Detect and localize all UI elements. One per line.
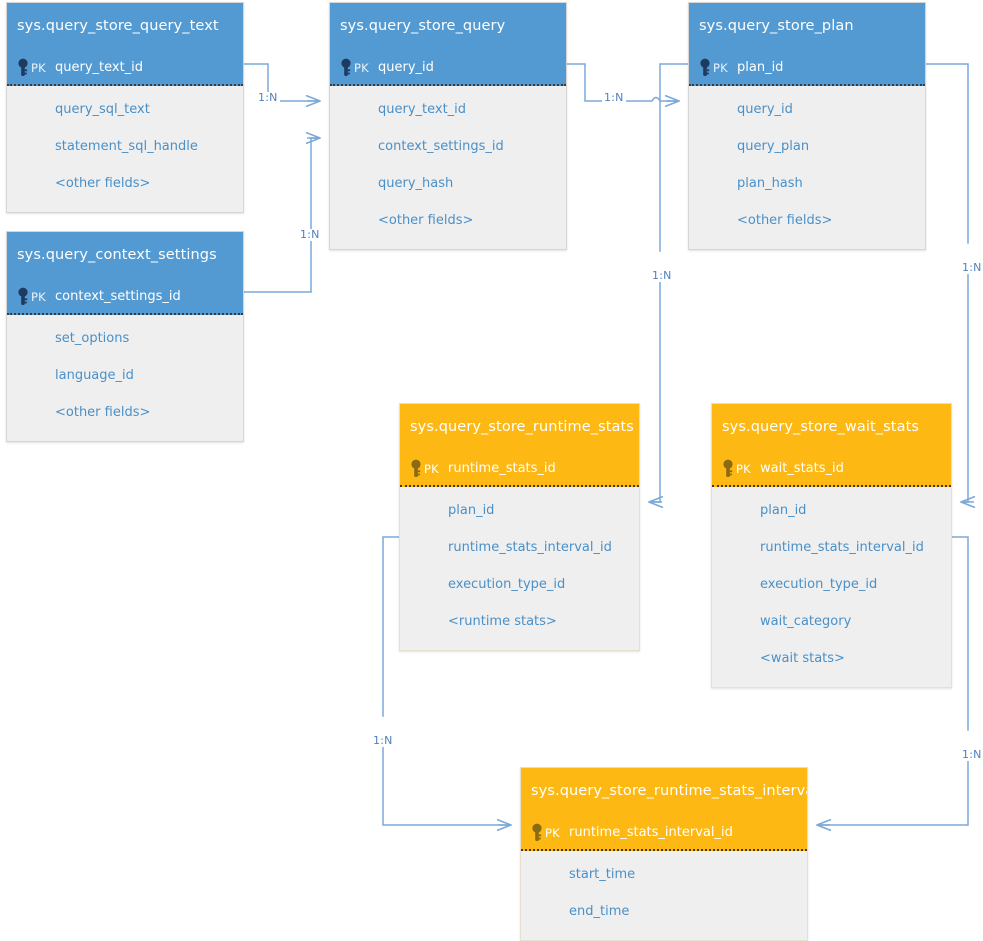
field-list: query_sql_text statement_sql_handle <other… xyxy=(7,86,243,212)
field-row[interactable]: query_plan xyxy=(737,139,810,154)
key-icon-group: PK xyxy=(17,49,46,86)
key-icon-group: PK xyxy=(699,49,728,86)
entity-title: sys.query_store_runtime_stats xyxy=(400,404,639,450)
field-row[interactable]: wait_category xyxy=(760,614,852,629)
pk-label: PK xyxy=(31,289,46,304)
entity-title: sys.query_context_settings xyxy=(7,232,243,278)
primary-key-field: wait_stats_id xyxy=(760,461,844,476)
field-list: start_time end_time xyxy=(521,851,807,940)
pk-label: PK xyxy=(424,461,439,476)
key-icon xyxy=(17,287,30,306)
field-row[interactable]: statement_sql_handle xyxy=(55,139,198,154)
pk-label: PK xyxy=(354,60,369,75)
key-icon-group: PK xyxy=(531,814,560,851)
field-row[interactable]: end_time xyxy=(569,904,630,919)
key-icon xyxy=(531,823,544,842)
primary-key-row[interactable]: PK runtime_stats_interval_id xyxy=(521,814,807,851)
field-row[interactable]: start_time xyxy=(569,867,636,882)
key-icon xyxy=(17,58,30,77)
pk-label: PK xyxy=(545,825,560,840)
entity-title: sys.query_store_runtime_stats_interval xyxy=(521,768,807,814)
field-row[interactable]: <other fields> xyxy=(737,213,833,228)
field-row[interactable]: runtime_stats_interval_id xyxy=(760,540,924,555)
key-icon-group: PK xyxy=(722,450,751,487)
cardinality-label-r2: 1:N xyxy=(298,228,322,241)
primary-key-field: plan_id xyxy=(737,60,784,75)
primary-key-field: runtime_stats_interval_id xyxy=(569,825,733,840)
field-row[interactable]: <other fields> xyxy=(55,405,151,420)
primary-key-field: query_id xyxy=(378,60,434,75)
entity-title: sys.query_store_plan xyxy=(689,3,925,49)
primary-key-row[interactable]: PK context_settings_id xyxy=(7,278,243,315)
pk-label: PK xyxy=(713,60,728,75)
cardinality-label-r3: 1:N xyxy=(602,91,626,104)
field-row[interactable]: execution_type_id xyxy=(760,577,878,592)
field-row[interactable]: <other fields> xyxy=(55,176,151,191)
pk-label: PK xyxy=(31,60,46,75)
field-list: plan_id runtime_stats_interval_id executio… xyxy=(400,487,639,650)
key-icon-group: PK xyxy=(17,278,46,315)
key-icon xyxy=(340,58,353,77)
primary-key-row[interactable]: PK wait_stats_id xyxy=(712,450,951,487)
pk-label: PK xyxy=(736,461,751,476)
primary-key-row[interactable]: PK plan_id xyxy=(689,49,925,86)
connector-interval-to-runtime-stats-2 xyxy=(382,745,512,825)
entity-title: sys.query_store_query xyxy=(330,3,566,49)
field-row[interactable]: language_id xyxy=(55,368,134,383)
primary-key-row[interactable]: PK runtime_stats_id xyxy=(400,450,639,487)
field-row[interactable]: query_sql_text xyxy=(55,102,150,117)
field-row[interactable]: query_hash xyxy=(378,176,454,191)
field-row[interactable]: query_text_id xyxy=(378,102,467,117)
primary-key-field: context_settings_id xyxy=(55,289,181,304)
primary-key-field: query_text_id xyxy=(55,60,144,75)
field-list: query_text_id context_settings_id query_ha… xyxy=(330,86,566,249)
field-row[interactable]: query_id xyxy=(737,102,793,117)
field-list: set_options language_id <other fields> xyxy=(7,315,243,441)
cardinality-label-r4: 1:N xyxy=(650,269,674,282)
key-icon-group: PK xyxy=(410,450,439,487)
cardinality-label-r1: 1:N xyxy=(256,91,280,104)
connector-interval-to-wait-stats-2 xyxy=(816,759,969,825)
primary-key-row[interactable]: PK query_id xyxy=(330,49,566,86)
connector-interval-to-runtime-stats xyxy=(382,536,400,717)
entity-title: sys.query_store_query_text xyxy=(7,3,243,49)
field-row[interactable]: set_options xyxy=(55,331,130,346)
connector-plan-to-runtime-stats xyxy=(659,63,689,252)
connector-interval-to-wait-stats xyxy=(951,536,969,731)
connector-plan-to-runtime-stats-2 xyxy=(648,280,660,502)
field-list: plan_id runtime_stats_interval_id executio… xyxy=(712,487,951,687)
cardinality-label-r7: 1:N xyxy=(960,748,983,761)
connector-plan-to-wait-stats xyxy=(925,63,969,244)
key-icon xyxy=(722,459,735,478)
field-row[interactable]: context_settings_id xyxy=(378,139,504,154)
entity-title: sys.query_store_wait_stats xyxy=(712,404,951,450)
field-row[interactable]: <other fields> xyxy=(378,213,474,228)
field-row[interactable]: plan_id xyxy=(448,503,495,518)
field-row[interactable]: plan_hash xyxy=(737,176,803,191)
cardinality-label-r5: 1:N xyxy=(960,261,983,274)
key-icon-group: PK xyxy=(340,49,369,86)
connector-context-settings-to-query xyxy=(243,138,321,293)
primary-key-row[interactable]: PK query_text_id xyxy=(7,49,243,86)
key-icon xyxy=(410,459,423,478)
connector-plan-to-wait-stats-2 xyxy=(960,272,968,502)
field-row[interactable]: <wait stats> xyxy=(760,651,845,666)
primary-key-field: runtime_stats_id xyxy=(448,461,556,476)
field-row[interactable]: plan_id xyxy=(760,503,807,518)
key-icon xyxy=(699,58,712,77)
field-list: query_id query_plan plan_hash <other fields… xyxy=(689,86,925,249)
field-row[interactable]: <runtime stats> xyxy=(448,614,557,629)
cardinality-label-r6: 1:N xyxy=(371,734,395,747)
field-row[interactable]: execution_type_id xyxy=(448,577,566,592)
field-row[interactable]: runtime_stats_interval_id xyxy=(448,540,612,555)
